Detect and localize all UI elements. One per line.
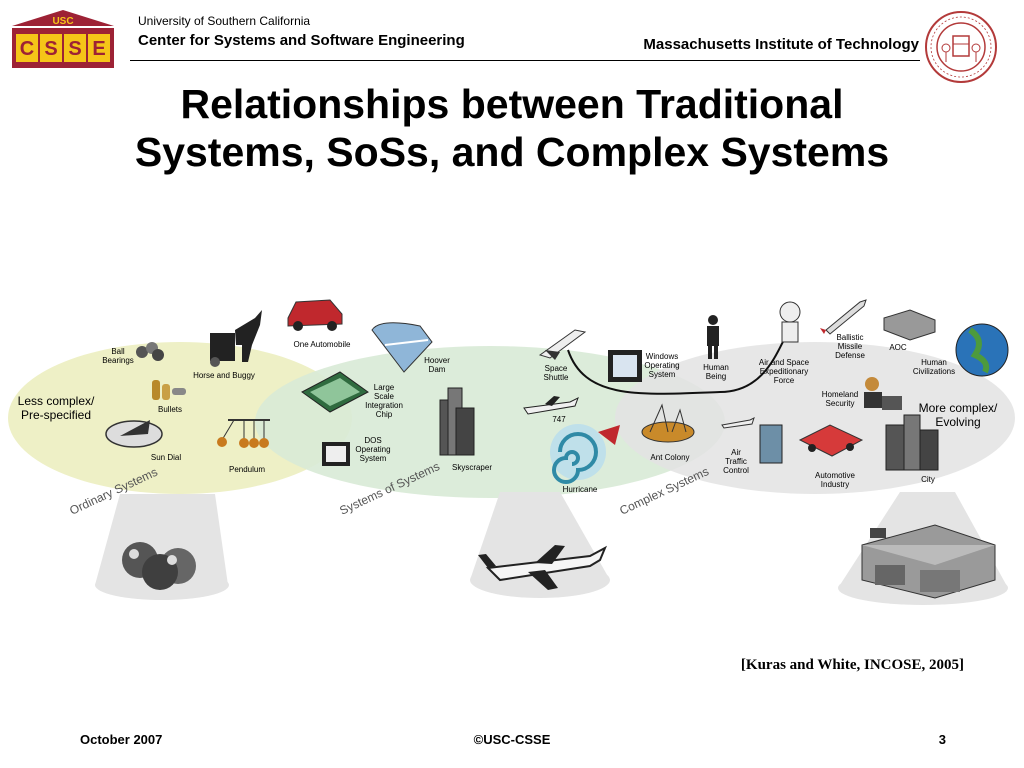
dos-label-2: Operating [355, 445, 390, 454]
globe-icon [955, 323, 1009, 377]
chip-label-3: Integration [365, 401, 403, 410]
bmd-label-1: Ballistic [836, 333, 863, 342]
ant-colony-icon [641, 403, 695, 443]
skyscraper-icon [439, 387, 475, 456]
aef-label-1: Air and Space [759, 358, 810, 367]
missile-icon [820, 299, 867, 335]
boeing-747-icon [523, 396, 579, 415]
shuttle-label-1: Space [545, 364, 568, 373]
aef-label-3: Force [774, 376, 795, 385]
human-label-2: Being [706, 372, 726, 381]
aef-label-2: Expeditionary [760, 367, 808, 376]
sundial-icon [105, 420, 163, 448]
dos-label-1: DOS [364, 436, 381, 445]
skyscraper-label: Skyscraper [452, 463, 492, 472]
homeland-security-icon [864, 377, 902, 410]
hs-label-2: Security [826, 399, 855, 408]
chip-label-4: Chip [376, 410, 393, 419]
systems-spectrum-diagram: Less complex/ Pre-specified More complex… [8, 299, 1015, 605]
title-line-2: Systems, SoSs, and Complex Systems [134, 129, 890, 175]
ball-bearings-large-icon [122, 542, 196, 590]
atc-label-1: Air [731, 448, 741, 457]
mit-name: Massachusetts Institute of Technology [643, 36, 919, 53]
horse-and-buggy-icon [210, 310, 262, 367]
windows-label-1: Windows [646, 352, 678, 361]
antcolony-label: Ant Colony [650, 453, 689, 462]
more-complex-label: More complex/ [919, 401, 998, 415]
ordinary-systems-ellipse [8, 342, 352, 494]
automotive-industry-icon [798, 424, 864, 457]
slide-title: Relationships between Traditional System… [0, 80, 1024, 176]
footer-page-number: 3 [938, 732, 946, 747]
logo-usc-text: USC [52, 16, 73, 27]
automobile-icon [287, 299, 343, 331]
dos-computer-icon [322, 442, 350, 466]
ball-bearings-icon [136, 342, 164, 361]
hoover-label-1: Hoover [424, 356, 450, 365]
sundial-label: Sun Dial [151, 453, 181, 462]
title-line-1: Relationships between Traditional [180, 81, 844, 127]
hoover-label-2: Dam [429, 365, 446, 374]
university-name: University of Southern California [138, 14, 311, 28]
lsi-chip-icon [301, 371, 369, 413]
atc-tower-icon [721, 417, 783, 464]
human-label-1: Human [703, 363, 729, 372]
horse-label: Horse and Buggy [193, 371, 255, 380]
airplane-large-icon [478, 545, 607, 590]
ball-label-1: Ball [111, 347, 125, 356]
pre-specified-label: Pre-specified [21, 408, 91, 422]
logo-letter-s1: S [44, 38, 57, 60]
dos-label-3: System [360, 454, 387, 463]
hs-label-1: Homeland [822, 390, 858, 399]
human-being-icon [707, 315, 719, 359]
center-name: Center for Systems and Software Engineer… [138, 32, 465, 49]
citation: [Kuras and White, INCOSE, 2005] [740, 657, 964, 673]
logo-letter-e: E [92, 38, 105, 60]
usc-csse-logo: USC C S S E [12, 10, 114, 68]
header-divider [130, 60, 920, 61]
civ-label-1: Human [921, 358, 947, 367]
bmd-label-3: Defense [835, 351, 865, 360]
automobile-label: One Automobile [294, 340, 351, 349]
aoc-label: AOC [889, 343, 907, 352]
footer-date: October 2007 [80, 732, 163, 747]
logo-roof [12, 10, 114, 26]
auto-label-1: Automotive [815, 471, 856, 480]
logo-letter-c: C [20, 38, 34, 60]
auto-label-2: Industry [821, 480, 849, 489]
pendulum-label: Pendulum [229, 465, 265, 474]
windows-label-3: System [649, 370, 676, 379]
bmd-label-2: Missile [838, 342, 863, 351]
chip-label-2: Scale [374, 392, 395, 401]
bullets-label: Bullets [158, 405, 182, 414]
ball-label-2: Bearings [102, 356, 134, 365]
logo-letter-s2: S [68, 38, 81, 60]
footer-copyright: ©USC-CSSE [473, 732, 551, 747]
city-icon [885, 414, 939, 471]
civ-label-2: Civilizations [913, 367, 955, 376]
bullets-icon [152, 380, 186, 400]
shuttle-label-2: Shuttle [544, 373, 569, 382]
mit-seal-icon [925, 11, 997, 83]
pendulum-icon [217, 419, 270, 448]
aoc-building-icon [883, 309, 936, 341]
city-label: City [921, 475, 935, 484]
chip-label-1: Large [374, 383, 395, 392]
windows-label-2: Operating [644, 361, 679, 370]
astronaut-icon [779, 301, 801, 343]
hoover-dam-icon [371, 322, 433, 373]
space-shuttle-icon [538, 329, 587, 360]
building-complex-large-icon [861, 524, 996, 599]
systems-of-systems-ellipse [255, 346, 725, 498]
hurricane-icon [550, 424, 620, 484]
connector-curve [567, 329, 791, 395]
evolving-label: Evolving [935, 415, 980, 429]
windows-computer-icon [608, 350, 642, 382]
atc-label-2: Traffic [725, 457, 747, 466]
hurricane-label: Hurricane [563, 485, 598, 494]
b747-label: 747 [552, 415, 566, 424]
atc-label-3: Control [723, 466, 749, 475]
less-complex-label: Less complex/ [18, 394, 95, 408]
